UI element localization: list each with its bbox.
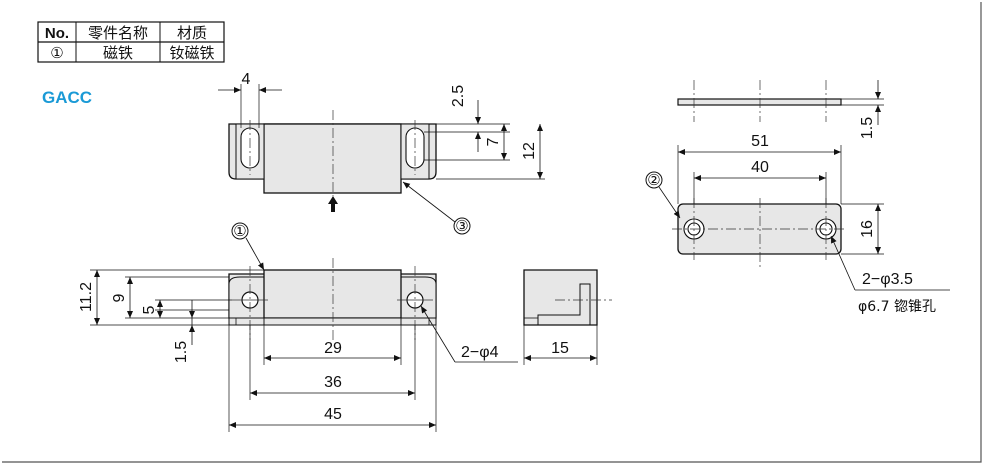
dim-51: 51: [751, 133, 769, 150]
hole-callout-right-1: 2−φ3.5: [862, 271, 913, 288]
dim-5: 5: [141, 305, 158, 314]
plate-side-view: 1.5: [677, 80, 884, 139]
hole-callout-left: 2−φ4: [461, 344, 499, 361]
hole-callout-right-2: φ6.7 锪锥孔: [858, 299, 936, 315]
table-cell-no: ①: [50, 44, 63, 62]
front-view: ① 11.2 9 5 1.5 29 36 45 2−φ4: [78, 222, 518, 432]
callout-1: ①: [233, 223, 246, 240]
parts-table: No. 零件名称 材质 ① 磁铁 钕磁铁: [37, 21, 225, 63]
callout-2: ②: [647, 172, 660, 189]
dim-29: 29: [324, 340, 342, 357]
plate-top-view: 51 40 16 ② 2−φ3.5 φ6.7 锪锥孔: [645, 133, 950, 315]
table-header-material: 材质: [177, 24, 207, 42]
dim-2-5: 2.5: [450, 85, 467, 107]
side-view: 15: [523, 269, 612, 365]
table-header-no: No.: [45, 25, 69, 42]
table-cell-material: 钕磁铁: [169, 44, 214, 62]
dim-45: 45: [324, 406, 342, 423]
top-view: 4 2.5 7 12 ③: [218, 71, 545, 235]
dim-36: 36: [324, 374, 342, 391]
dim-1-5-right: 1.5: [859, 117, 876, 139]
table-cell-name: 磁铁: [103, 44, 133, 62]
callout-3: ③: [455, 218, 468, 235]
dim-16: 16: [859, 220, 876, 238]
model-title: GACC: [42, 88, 92, 107]
frame-border: [2, 2, 982, 463]
table-header-name: 零件名称: [88, 24, 148, 42]
dim-4: 4: [242, 71, 251, 88]
dim-1-5-left: 1.5: [173, 341, 190, 363]
dim-9: 9: [111, 293, 128, 302]
dim-7: 7: [485, 137, 502, 146]
dim-11-2: 11.2: [78, 282, 95, 312]
dim-40: 40: [751, 159, 769, 176]
dim-12: 12: [521, 142, 538, 160]
dim-15: 15: [551, 340, 569, 357]
